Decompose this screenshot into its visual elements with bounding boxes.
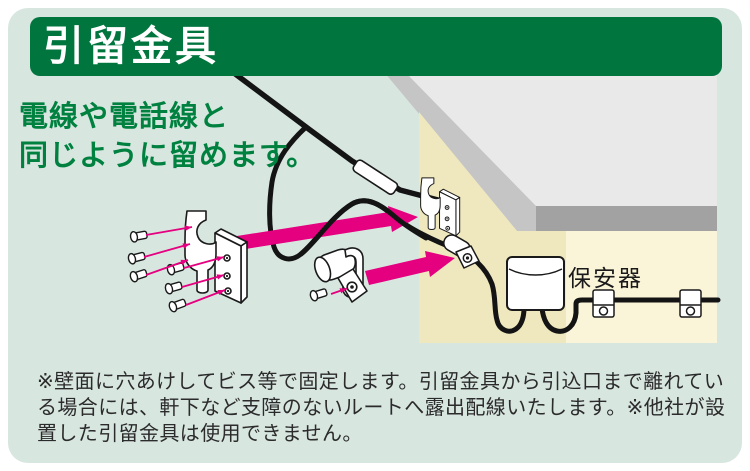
protector-device-label: 保安器 — [568, 266, 643, 292]
cable-saddle-clamps — [592, 289, 702, 318]
section-header-bar: 引留金具 — [30, 17, 722, 76]
protector-device-box — [506, 256, 565, 311]
house-roof — [384, 72, 717, 231]
wall-mounted-clamp — [443, 234, 480, 269]
mint-panel: 引留金具 電線や電話線と 同じように留めます。 保安器 ※壁面に穴あけしてビス等… — [8, 8, 742, 463]
anchor-fitting-large-illustration — [126, 210, 248, 314]
page-title: 引留金具 — [43, 22, 219, 70]
screw-icon — [308, 286, 329, 303]
footnote-text: ※壁面に穴あけしてビス等で固定します。引留金具から引込口まで離れてい る場合には… — [37, 368, 725, 446]
wire-to-outlet — [539, 297, 721, 334]
arrow-icon-small-clamp — [365, 251, 455, 285]
wire-drop-line — [227, 67, 441, 203]
footnote-line-3: 置した引留金具は使用できません。 — [37, 421, 363, 445]
intro-line-1: 電線や電話線と — [19, 99, 230, 133]
footnote-line-1: ※壁面に穴あけしてビス等で固定します。引留金具から引込口まで離れてい — [37, 369, 725, 393]
wire-arch-over-arrow — [298, 198, 429, 257]
cable-clamp-illustration — [308, 247, 368, 303]
footnote-line-2: る場合には、軒下など支障のないルートへ露出配線いたします。※他社が設 — [37, 395, 726, 419]
intro-line-2: 同じように留めます。 — [19, 138, 317, 172]
wire-sleeve — [352, 159, 399, 195]
intro-text: 電線や電話線と 同じように留めます。 — [19, 97, 316, 175]
house-wiring-illustration — [126, 67, 721, 343]
